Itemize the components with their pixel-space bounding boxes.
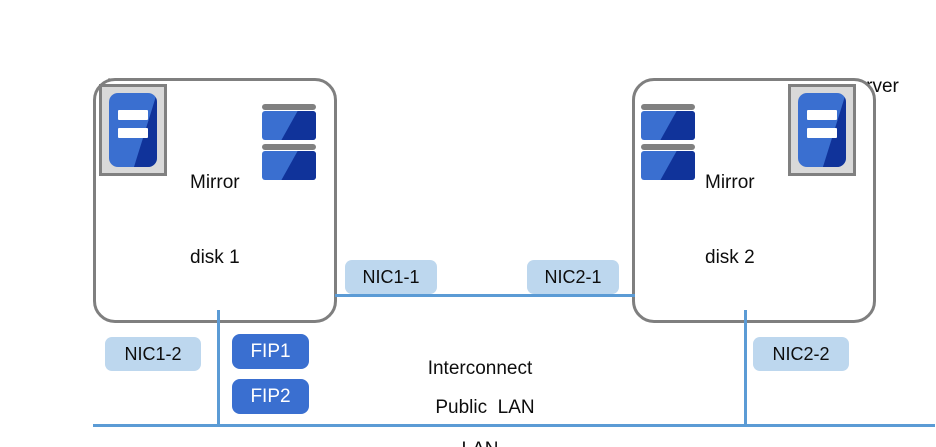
server-tower-body bbox=[798, 93, 846, 167]
interconnect-lan-label-line1: Interconnect bbox=[427, 358, 533, 379]
mirror-disk-cap-1 bbox=[262, 104, 316, 110]
right-mirror-disk-label-line1: Mirror bbox=[705, 172, 755, 193]
left-mirror-disk-label: Mirror disk 1 bbox=[190, 120, 265, 320]
right-mirror-disk-label: Mirror disk 2 bbox=[705, 120, 780, 320]
server-tower-icon-right bbox=[788, 84, 856, 176]
server-tower-slot-1 bbox=[117, 110, 149, 121]
interconnect-lan-line bbox=[335, 294, 635, 297]
nic-2-1-chip[interactable]: NIC2-1 bbox=[527, 260, 619, 294]
interconnect-lan-label: Interconnect LAN bbox=[390, 301, 570, 447]
mirror-disk-plate-2 bbox=[641, 151, 695, 180]
left-mirror-disk-label-line2: disk 1 bbox=[190, 247, 240, 268]
mirror-disk-icon-right bbox=[641, 104, 695, 180]
right-mirror-disk-label-line2: disk 2 bbox=[705, 247, 755, 268]
interconnect-lan-label-line2: LAN bbox=[390, 436, 570, 447]
server-tower-icon-left bbox=[99, 84, 167, 176]
mirror-disk-unit-1 bbox=[641, 104, 695, 140]
mirror-disk-plate-1 bbox=[641, 111, 695, 140]
server-tower-body bbox=[109, 93, 157, 167]
public-lan-drop-left bbox=[217, 310, 220, 426]
mirror-disk-unit-1 bbox=[262, 104, 316, 140]
mirror-disk-cap-2 bbox=[262, 144, 316, 150]
mirror-disk-cap-1 bbox=[641, 104, 695, 110]
public-lan-line bbox=[93, 424, 935, 427]
nic-1-1-chip[interactable]: NIC1-1 bbox=[345, 260, 437, 294]
mirror-disk-plate-1 bbox=[262, 111, 316, 140]
public-lan-label: Public LAN bbox=[435, 397, 535, 418]
server-tower-slot-2 bbox=[806, 127, 838, 139]
mirror-disk-plate-2 bbox=[262, 151, 316, 180]
nic-2-2-chip[interactable]: NIC2-2 bbox=[753, 337, 849, 371]
left-mirror-disk-label-line1: Mirror bbox=[190, 172, 240, 193]
server-tower-slot-1 bbox=[806, 110, 838, 121]
mirror-disk-plate-shade-1 bbox=[281, 111, 316, 140]
mirror-disk-unit-2 bbox=[641, 144, 695, 180]
mirror-disk-unit-2 bbox=[262, 144, 316, 180]
mirror-disk-icon-left bbox=[262, 104, 316, 180]
server-tower-slot-2 bbox=[117, 127, 149, 139]
mirror-disk-plate-shade-1 bbox=[660, 111, 695, 140]
fip-2-chip[interactable]: FIP2 bbox=[232, 379, 309, 414]
nic-1-2-chip[interactable]: NIC1-2 bbox=[105, 337, 201, 371]
mirror-disk-plate-shade-2 bbox=[660, 151, 695, 180]
fip-1-chip[interactable]: FIP1 bbox=[232, 334, 309, 369]
public-lan-drop-right bbox=[744, 310, 747, 426]
mirror-disk-cap-2 bbox=[641, 144, 695, 150]
mirror-disk-plate-shade-2 bbox=[281, 151, 316, 180]
